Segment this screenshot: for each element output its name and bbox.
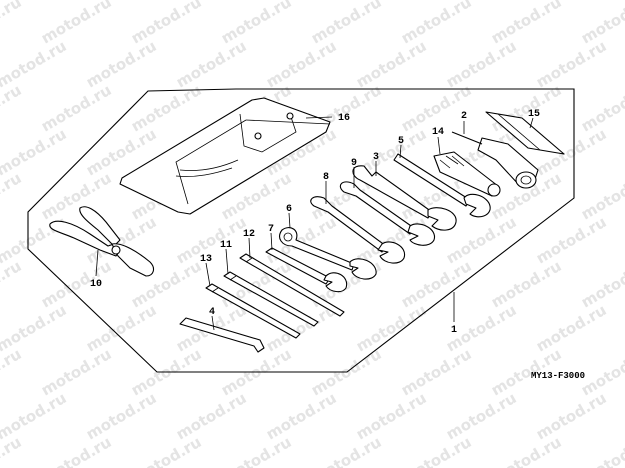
tool-bag <box>119 97 331 215</box>
watermark-text: motod.ru <box>83 37 159 92</box>
screwdriver-12 <box>239 253 345 317</box>
callout-8: 8 <box>323 172 329 183</box>
watermark-text: motod.ru <box>353 389 429 444</box>
callout-10: 10 <box>90 279 102 290</box>
wrench-7 <box>265 247 348 293</box>
watermark-text: motod.ru <box>0 169 24 224</box>
figure-code: MY13-F3000 <box>531 371 585 381</box>
watermark-text: motod.ru <box>263 389 339 444</box>
callout-11: 11 <box>220 240 232 251</box>
watermark-text: motod.ru <box>533 389 609 444</box>
watermark-text: motod.ru <box>128 81 204 136</box>
watermark-text: motod.ru <box>578 433 625 468</box>
callout-6: 6 <box>286 204 292 215</box>
hex-wrench <box>179 317 265 353</box>
watermark-text: motod.ru <box>398 0 474 47</box>
watermark-text: motod.ru <box>398 345 474 400</box>
watermark-text: motod.ru <box>38 257 114 312</box>
watermark-text: motod.ru <box>533 125 609 180</box>
watermark-text: motod.ru <box>38 169 114 224</box>
watermark-text: motod.ru <box>0 81 24 136</box>
screwdriver-handle <box>451 131 539 189</box>
callout-15: 15 <box>528 109 540 120</box>
watermark-text: motod.ru <box>488 257 564 312</box>
callout-9: 9 <box>351 158 357 169</box>
callout-4: 4 <box>209 307 215 318</box>
wrench-6 <box>279 227 377 280</box>
watermark-text: motod.ru <box>488 0 564 47</box>
leader-lines <box>95 116 534 331</box>
callout-3: 3 <box>373 152 379 163</box>
watermark-text: motod.ru <box>533 301 609 356</box>
watermark-text: motod.ru <box>398 433 474 468</box>
tool-set-outline <box>27 88 575 373</box>
wrench-9 <box>339 181 435 246</box>
watermark-text: motod.ru <box>0 0 24 47</box>
watermark-text: motod.ru <box>173 37 249 92</box>
open-end-wrench-spark <box>393 153 491 218</box>
callout-2: 2 <box>461 111 467 122</box>
watermark-text: motod.ru <box>263 37 339 92</box>
watermark-text: motod.ru <box>173 389 249 444</box>
watermark-text: motod.ru <box>218 0 294 47</box>
watermark-text: motod.ru <box>353 37 429 92</box>
watermark-text: motod.ru <box>308 433 384 468</box>
callout-13: 13 <box>200 254 212 265</box>
watermark-text: motod.ru <box>443 389 519 444</box>
callout-5: 5 <box>398 136 404 147</box>
watermark-text: motod.ru <box>353 301 429 356</box>
grip <box>485 111 565 155</box>
screwdriver-14 <box>433 151 501 197</box>
watermark-text: motod.ru <box>0 257 24 312</box>
callout-1: 1 <box>451 325 457 336</box>
callouts: 16 15 2 14 5 3 9 8 6 7 12 11 13 4 10 1 <box>90 109 540 336</box>
watermark-text: motod.ru <box>128 433 204 468</box>
watermark-text: motod.ru <box>38 345 114 400</box>
open-end-wrench-large <box>352 165 457 231</box>
callout-16: 16 <box>338 113 350 124</box>
watermark-text: motod.ru <box>443 37 519 92</box>
watermark-text: motod.ru <box>83 301 159 356</box>
watermark-text: motod.ru <box>533 37 609 92</box>
pliers <box>49 206 155 277</box>
watermark-text: motod.ru <box>0 345 24 400</box>
watermark-text: motod.ru <box>38 0 114 47</box>
watermark-text: motod.ru <box>83 389 159 444</box>
watermark-text: motod.ru <box>488 433 564 468</box>
watermark-text: motod.ru <box>38 81 114 136</box>
watermark-text: motod.ru <box>128 0 204 47</box>
callout-12: 12 <box>243 229 255 240</box>
watermark-text: motod.ru <box>218 433 294 468</box>
watermark-text: motod.ru <box>38 433 114 468</box>
callout-7: 7 <box>268 224 274 235</box>
callout-14: 14 <box>432 127 444 138</box>
watermark-text: motod.ru <box>308 0 384 47</box>
wrench-8 <box>310 196 406 264</box>
